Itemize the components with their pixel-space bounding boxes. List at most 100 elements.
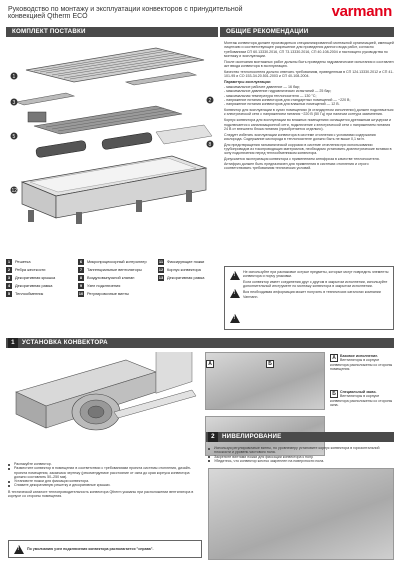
grille-drawing: [25, 47, 205, 83]
install-step: Установите ножки для фиксации конвектора…: [8, 479, 202, 483]
section-title-install: УСТАНОВКА КОНВЕКТОРА: [22, 339, 108, 346]
section-bar-recommend: ОБЩИЕ РЕКОМЕНДАЦИИ: [220, 27, 394, 37]
recommend-paragraph: Конвектор для эксплуатации в сухих помещ…: [224, 108, 394, 117]
legend-label: Теплообменник: [15, 291, 44, 296]
fans-drawing: [35, 132, 153, 158]
warning-box-unpacking: Не используйте при распаковке острые пре…: [224, 266, 394, 330]
controller-drawing: [27, 111, 47, 123]
warning-icon: [230, 289, 240, 298]
svg-text:2: 2: [209, 98, 212, 104]
connection-warning-text: По умолчанию узел подключения конвектора…: [27, 547, 154, 551]
legend-number: 12: [158, 266, 164, 273]
param-item: - максимальное рабочее давление — 16 бар…: [224, 84, 300, 89]
leveling-photo: [208, 468, 394, 560]
warning-line: Если конвектор имеет соединения друг с д…: [243, 280, 388, 289]
legend-number: 2: [6, 266, 12, 273]
leveling-step: Закрепите винтами ножки для фиксации кон…: [208, 455, 394, 459]
install-illustration: [15, 352, 197, 431]
param-item: - максимальная температура теплоносителя…: [224, 93, 317, 98]
variant-b-marker: Б: [330, 390, 338, 398]
logo-text: varmann: [331, 3, 393, 20]
variant-a-caption: А Базовое исполнение. Вентиляторы в корп…: [330, 354, 394, 371]
leveling-instructions: Используя регулировочные винты, по уровн…: [208, 446, 394, 463]
variant-a-text: Вентиляторы в корпусе конвектора располо…: [330, 358, 393, 371]
leveling-step: Используя регулировочные винты, по уровн…: [208, 446, 394, 455]
legend-label: Фиксирующие ножки: [167, 259, 205, 264]
variant-b-caption: Б Специальный заказ. Вентиляторы в корпу…: [330, 390, 394, 407]
svg-text:8: 8: [209, 142, 212, 148]
leveling-step: Убедитесь, что конвектор жестко закрепле…: [208, 459, 394, 463]
install-step: Разместите конвектор в помещении в соотв…: [8, 466, 202, 479]
legend-label: Регулировочные винты: [87, 291, 129, 296]
legend-label: Микропроцессорный контроллер: [87, 259, 147, 264]
param-item: - напряжение питания конвекторов для ста…: [224, 97, 351, 102]
legend-label: Узел подключения: [87, 283, 121, 288]
svg-text:1: 1: [13, 74, 16, 80]
recommend-paragraph: Корпус конвектора для эксплуатации во вл…: [224, 118, 391, 131]
legend-label: Решетка: [15, 259, 31, 264]
legend-label: Декоративная крышка: [15, 275, 56, 280]
install-step: Снимите декоративную решетку и декоратив…: [8, 483, 202, 487]
legend-label: Тангенциальные вентиляторы: [87, 267, 142, 272]
svg-text:5: 5: [13, 134, 16, 140]
warning-icon: [230, 314, 240, 323]
exploded-view-illustration: 1 3 5 2 8 12: [10, 47, 214, 224]
legend-number: 4: [6, 282, 12, 289]
recommend-paragraph: Следует избегать эксплуатации конвектора…: [224, 132, 376, 141]
variant-a-marker: А: [330, 354, 338, 362]
section-bar-level: 2 НИВЕЛИРОВАНИЕ: [206, 432, 394, 442]
legend-number: 11: [158, 258, 164, 265]
install-note: В технической каталоге теплопроводительн…: [8, 489, 194, 499]
variant-b-title: Специальный заказ.: [340, 390, 377, 394]
legend-number: 9: [78, 282, 84, 289]
variant-b-label-top: Б: [266, 360, 274, 368]
install-step: Распакуйте конвектор.: [8, 462, 202, 466]
recommend-paragraph: Монтаж конвектора должен производиться с…: [224, 41, 394, 58]
section-title-recommend: ОБЩИЕ РЕКОМЕНДАЦИИ: [226, 28, 309, 35]
recommend-paragraph: После окончания монтажных работ должны б…: [224, 59, 394, 69]
legend-label: Воздуховыпускной клапан: [87, 275, 135, 280]
document-title: Руководство по монтажу и эксплуатации ко…: [8, 6, 243, 20]
legend-number: 8: [78, 274, 84, 281]
section-bar-kit: КОМПЛЕКТ ПОСТАВКИ: [6, 27, 218, 37]
legend-number: 7: [78, 266, 84, 273]
legend-label: Ребра жесткости: [15, 267, 46, 272]
legend-number: 3: [6, 274, 12, 281]
recommend-paragraph: Качество теплоносителя должно отвечать т…: [224, 69, 394, 79]
section-title-level: НИВЕЛИРОВАНИЕ: [222, 433, 282, 440]
legend-label: Декоративная рамка: [167, 275, 205, 280]
recommend-paragraph: Для предотвращения гальванической корроз…: [224, 142, 392, 156]
params-title: Параметры эксплуатации:: [224, 80, 272, 85]
legend-label: Корпус конвектора: [167, 267, 201, 272]
legend-number: 13: [158, 274, 164, 281]
legend-number: 1: [6, 258, 12, 265]
section-title-kit: КОМПЛЕКТ ПОСТАВКИ: [12, 28, 86, 35]
recommend-paragraph: Допускается эксплуатация конвектора с пр…: [224, 157, 380, 170]
variant-b-text: Вентиляторы в корпусе конвектора располо…: [330, 394, 393, 407]
param-item: - напряжение питания конвекторов для вла…: [224, 102, 340, 107]
svg-text:3: 3: [13, 100, 16, 106]
warning-icon: [14, 545, 24, 554]
section-number: 1: [8, 338, 18, 348]
warning-line: Вся необходимая информация может получит…: [243, 290, 381, 299]
legend-label: Декоративная рамка: [15, 283, 53, 288]
section-number: 2: [208, 432, 218, 442]
housing-drawing: [20, 155, 208, 219]
warning-box-connection: По умолчанию узел подключения конвектора…: [8, 540, 202, 558]
brand-logo: varmann: [331, 3, 393, 20]
variant-a-label: А: [206, 360, 214, 368]
warning-icon: [230, 271, 240, 280]
rolled-grille-drawing: [71, 393, 121, 431]
svg-text:12: 12: [12, 188, 18, 194]
param-item: - максимальное давление гидравлических и…: [224, 89, 332, 94]
warning-line: Не используйте при распаковке острые пре…: [243, 270, 389, 279]
install-steps: Распакуйте конвектор. Разместите конвект…: [8, 462, 202, 500]
legend-number: 6: [78, 258, 84, 265]
section-bar-install: 1 УСТАНОВКА КОНВЕКТОРА: [6, 338, 394, 348]
legend-number: 5: [6, 290, 12, 297]
variant-a-title: Базовое исполнение.: [340, 354, 379, 358]
recommendations-text: Монтаж конвектора должен производиться с…: [224, 41, 394, 172]
variant-a-photo: [205, 352, 325, 410]
legend-number: 10: [78, 290, 84, 297]
decorative-cover-drawing: [14, 92, 76, 106]
